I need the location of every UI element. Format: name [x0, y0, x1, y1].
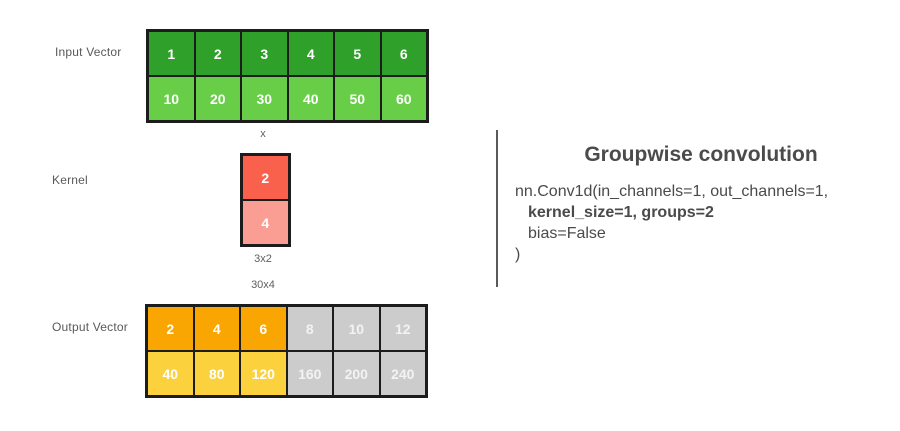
vertical-divider: [496, 130, 498, 287]
output-cell: 200: [333, 351, 380, 396]
output-cell: 12: [379, 306, 426, 351]
kernel-grid: 2 4: [240, 153, 291, 247]
code-line: ): [515, 246, 521, 263]
input-vector-grid: 1 2 3 4 5 6 10 20 30 40 50 60: [146, 29, 429, 123]
input-cell: 20: [194, 76, 241, 121]
input-cell: 2: [194, 31, 241, 76]
input-cell: 3: [241, 31, 288, 76]
input-cell: 50: [334, 76, 381, 121]
panel-title: Groupwise convolution: [584, 143, 818, 166]
output-vector-grid: 2 4 6 8 10 12 40 80 120 160 200 240: [145, 304, 428, 398]
input-cell: 5: [334, 31, 381, 76]
description-panel: Groupwise convolution nn.Conv1d(in_chann…: [505, 143, 897, 265]
output-cell: 6: [240, 306, 287, 351]
code-line: kernel_size=1, groups=2: [528, 204, 714, 221]
input-vector-label: Input Vector: [55, 45, 122, 59]
kernel-dims-label: 3x2: [254, 253, 272, 265]
output-dims-label: 30x4: [251, 279, 275, 291]
output-cell: 2: [147, 306, 194, 351]
input-cell: 40: [287, 76, 334, 121]
kernel-label: Kernel: [52, 173, 88, 187]
code-line: bias=False: [528, 225, 606, 242]
input-cell: 6: [380, 31, 427, 76]
kernel-cell: 2: [242, 155, 289, 200]
output-cell: 8: [286, 306, 333, 351]
input-cell: 4: [287, 31, 334, 76]
output-cell: 120: [240, 351, 287, 396]
code-block: nn.Conv1d(in_channels=1, out_channels=1,…: [505, 181, 897, 265]
input-cell: 60: [380, 76, 427, 121]
input-cell: 1: [148, 31, 195, 76]
output-cell: 10: [333, 306, 380, 351]
input-cell: 30: [241, 76, 288, 121]
output-vector-label: Output Vector: [52, 320, 128, 334]
input-cell: 10: [148, 76, 195, 121]
multiply-sign-label: x: [260, 128, 266, 140]
output-cell: 240: [379, 351, 426, 396]
output-cell: 160: [286, 351, 333, 396]
output-cell: 40: [147, 351, 194, 396]
output-cell: 4: [193, 306, 240, 351]
kernel-cell: 4: [242, 200, 289, 245]
code-line: nn.Conv1d(in_channels=1, out_channels=1,: [515, 183, 829, 200]
output-cell: 80: [193, 351, 240, 396]
